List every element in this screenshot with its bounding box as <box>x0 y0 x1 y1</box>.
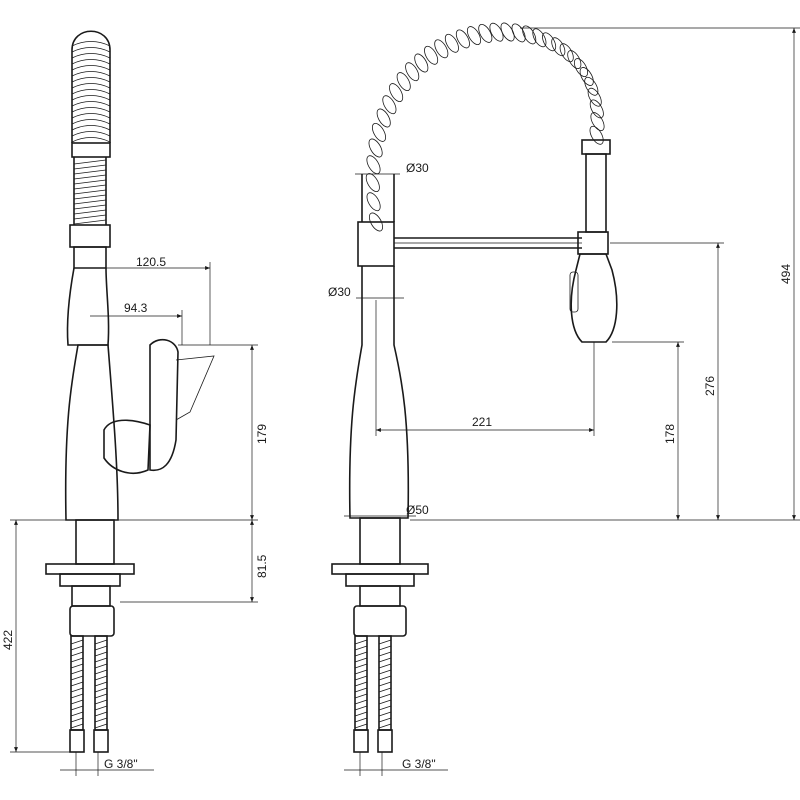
side-spout-head <box>66 267 110 346</box>
front-sprayer-head <box>570 253 618 343</box>
side-supply-hoses <box>70 635 108 731</box>
dim-side-spout-reach: 120.5 <box>136 255 166 269</box>
front-column-body <box>348 266 410 519</box>
dim-side-body-height: 179 <box>255 424 269 444</box>
side-view: 120.5 94.3 179 81.5 422 G 3/8" <box>1 30 269 776</box>
dim-front-outlet-height: 178 <box>663 424 677 444</box>
front-supply-hoses <box>354 635 392 731</box>
side-body <box>64 344 119 521</box>
dim-front-hose-thread: G 3/8" <box>402 757 436 771</box>
dim-front-sprayer-height: 276 <box>703 376 717 396</box>
dim-side-handle-reach: 94.3 <box>124 301 148 315</box>
dim-front-spring-diameter: Ø30 <box>406 161 429 175</box>
dim-front-total-height: 494 <box>779 264 793 284</box>
front-view: Ø30 Ø30 Ø50 221 178 276 494 G 3/8" <box>328 22 800 776</box>
dim-side-hose-thread: G 3/8" <box>104 757 138 771</box>
front-spring-coil <box>361 22 605 232</box>
side-handle-base <box>103 419 151 474</box>
side-handle-lever <box>149 338 179 472</box>
dim-side-deck-height: 81.5 <box>255 554 269 578</box>
front-sprayer-clip <box>577 231 609 255</box>
dim-front-base-diameter: Ø50 <box>406 503 429 517</box>
side-spring-coil <box>71 30 111 225</box>
dim-front-spout-reach: 221 <box>472 415 492 429</box>
dim-side-shank-length: 422 <box>1 630 15 650</box>
dim-front-column-diameter: Ø30 <box>328 285 351 299</box>
front-column-collar <box>357 221 395 267</box>
